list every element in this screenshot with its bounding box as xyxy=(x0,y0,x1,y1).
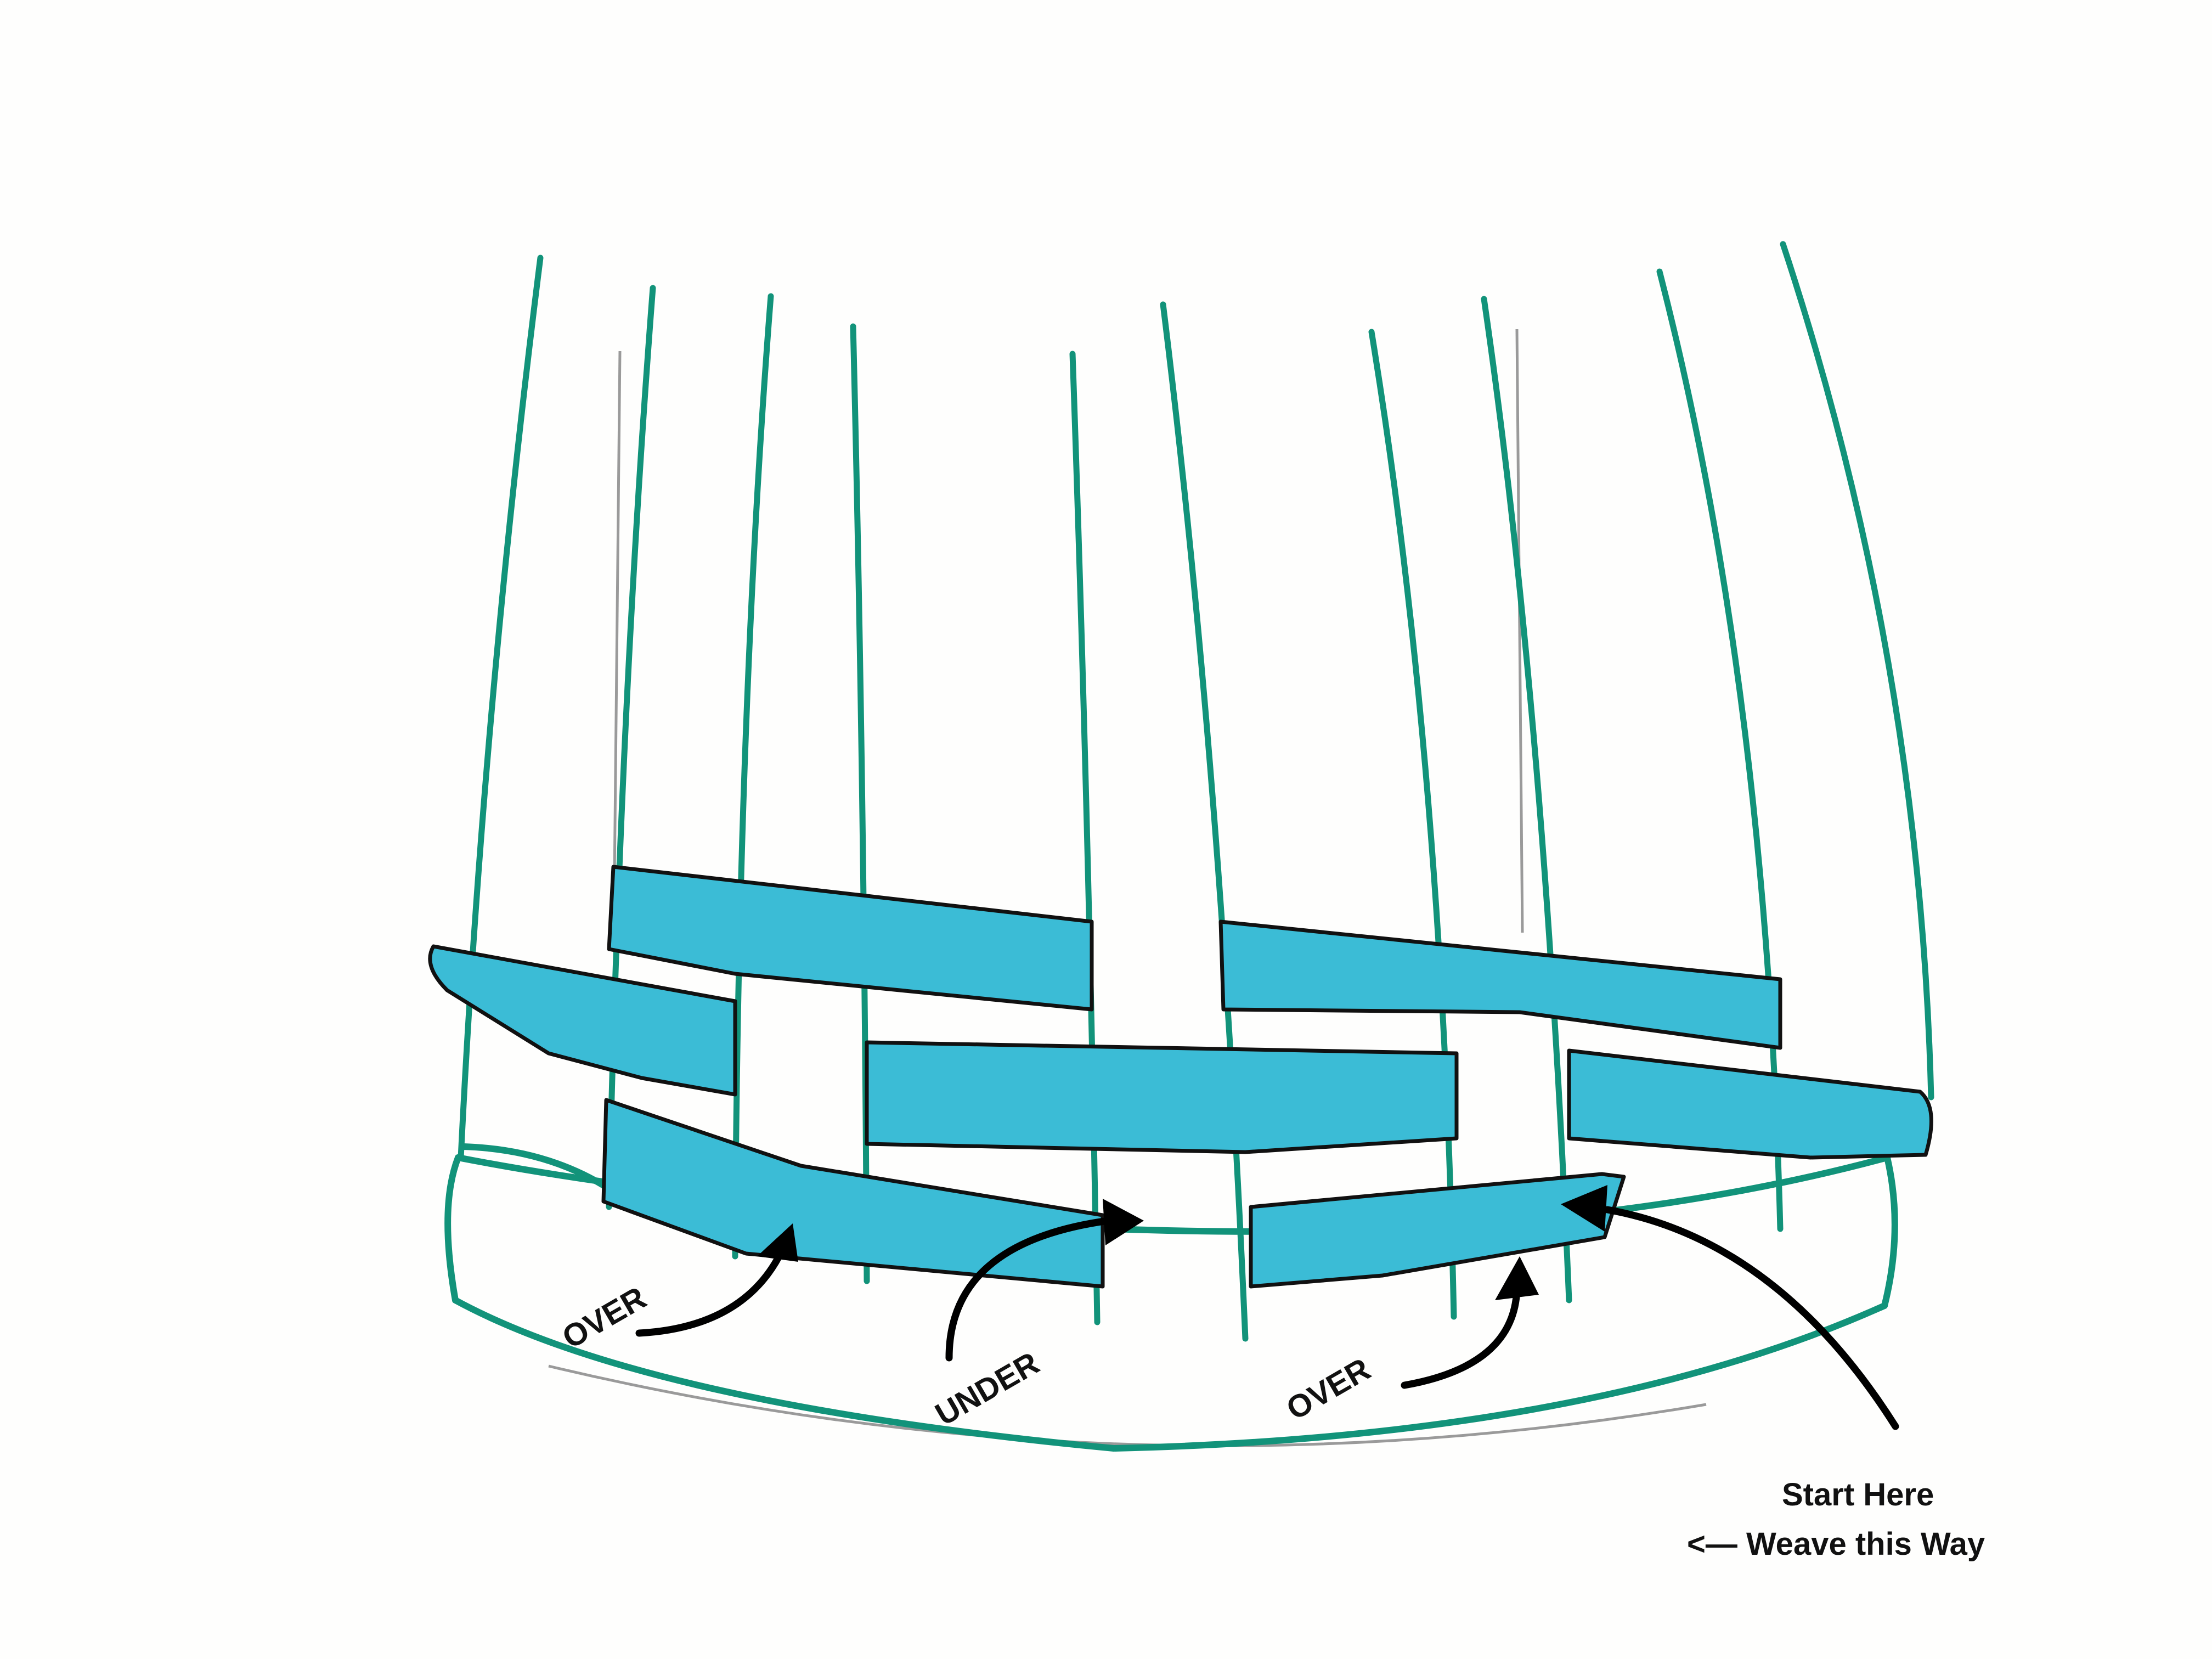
spoke-9 xyxy=(1656,268,1784,1232)
pencil-guide-lower xyxy=(548,1364,1707,1447)
spoke-3 xyxy=(732,293,774,1260)
spokes xyxy=(458,241,1934,1342)
arrow-over-left xyxy=(635,1252,783,1337)
weaver-strips xyxy=(428,865,1933,1289)
basket-base-bottom-edge xyxy=(452,1297,1888,1452)
spoke-8 xyxy=(1481,296,1572,1304)
spoke-1 xyxy=(458,255,544,1161)
arrowhead-under xyxy=(1103,1199,1144,1245)
weaver-row2-middle xyxy=(865,1040,1459,1154)
arrowhead-start-here xyxy=(1561,1185,1607,1232)
weave-direction-note: <— Weave this Way xyxy=(1687,1526,1985,1562)
spoke-7 xyxy=(1368,329,1457,1320)
label-over-left: OVER xyxy=(556,1280,652,1356)
weaver-row2-start xyxy=(428,944,737,1097)
basket-base-left-side xyxy=(444,1154,461,1304)
weaver-row1-right xyxy=(1218,919,1782,1050)
arrow-start-here xyxy=(1604,1206,1899,1430)
pencil-guide-spoke-right xyxy=(1515,329,1524,933)
spoke-6 xyxy=(1160,301,1249,1342)
start-here-note: Start Here xyxy=(1782,1477,1934,1513)
spoke-5 xyxy=(1069,351,1101,1325)
spoke-10 xyxy=(1780,241,1934,1101)
basket-base-right-side xyxy=(1881,1154,1898,1309)
spoke-4 xyxy=(850,323,870,1284)
weave-arrows xyxy=(635,1185,1899,1430)
arrowhead-over-right xyxy=(1495,1256,1539,1300)
weaver-row3-left xyxy=(601,1098,1105,1289)
arrowhead-over-left xyxy=(757,1223,798,1262)
pencil-guide-spoke xyxy=(613,351,622,878)
arrow-over-right xyxy=(1401,1285,1521,1389)
arrow-under xyxy=(945,1217,1112,1362)
weaver-row3-right xyxy=(1249,1172,1626,1289)
label-over-right: OVER xyxy=(1280,1351,1376,1427)
basket-base-inner-rim xyxy=(460,1143,615,1194)
weaver-row2-right xyxy=(1567,1048,1933,1160)
weaver-row1-left xyxy=(607,865,1094,1012)
